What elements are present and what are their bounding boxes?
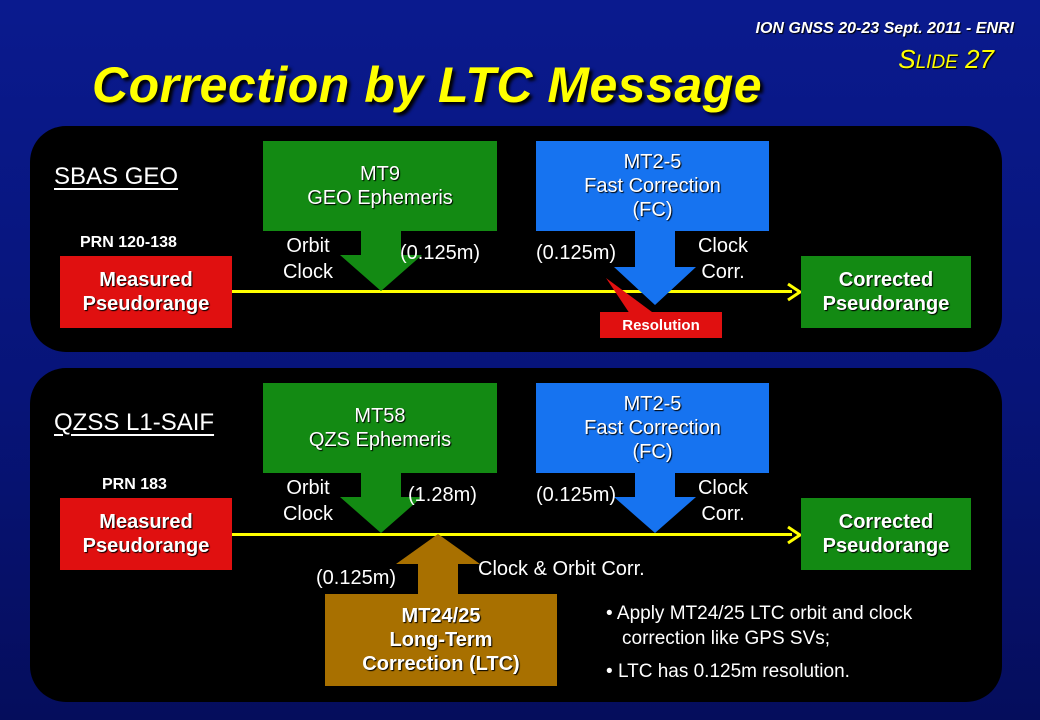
sbas-signal-line <box>232 290 792 293</box>
qzss-signal-line <box>232 533 792 536</box>
measured-line-2: Pseudorange <box>82 293 210 315</box>
sbas-signal-arrowhead <box>787 282 803 302</box>
sbas-mt9-down-arrow <box>340 231 422 291</box>
ltc-line-1: MT24/25 <box>401 605 481 627</box>
note-item: • Apply MT24/25 LTC orbit and clock corr… <box>606 603 913 649</box>
qzss-signal-arrowhead <box>787 525 803 545</box>
qzss-clock-corr-line-1: Clock <box>697 477 748 499</box>
sbas-section-label: SBAS GEO <box>54 163 179 190</box>
qzss-ltc-box: MT24/25 Long-Term Correction (LTC) <box>325 594 557 686</box>
mt25-line-2: Fast Correction <box>584 175 721 197</box>
qzss-ltc-up-arrow <box>396 534 480 596</box>
qzss-corrected-line-1: Corrected <box>838 511 934 533</box>
mt9-line-1: MT9 <box>359 163 400 185</box>
clock-label: Clock <box>282 261 333 283</box>
mt58-line-2: QZS Ephemeris <box>308 429 452 451</box>
corrected-line-2: Pseudorange <box>822 293 950 315</box>
sbas-mt9-resolution: (0.125m) <box>400 242 481 264</box>
ltc-line-2: Long-Term <box>389 629 493 651</box>
qzss-notes-list: • Apply MT24/25 LTC orbit and clock corr… <box>606 601 976 692</box>
resolution-callout-pointer <box>606 278 652 314</box>
ltc-line-3: Correction (LTC) <box>362 653 520 675</box>
clock-corr-line-2: Corr. <box>701 261 745 283</box>
qzss-clock-orbit-corr-label: Clock & Orbit Corr. <box>478 558 645 580</box>
qzss-mt25-box: MT2-5 Fast Correction (FC) <box>536 383 769 473</box>
mt25-line-1: MT2-5 <box>623 151 682 173</box>
measured-line-1: Measured <box>99 269 193 291</box>
qzss-ltc-resolution: (0.125m) <box>316 567 397 589</box>
sbas-mt25-down-arrow <box>614 231 696 305</box>
qzss-mt25-line-1: MT2-5 <box>623 393 682 415</box>
qzss-clock-label: Clock <box>282 503 333 525</box>
qzss-prn-label: PRN 183 <box>102 476 167 493</box>
note-text-1: Apply MT24/25 LTC orbit and clock correc… <box>616 603 913 649</box>
mt9-line-2: GEO Ephemeris <box>307 187 453 209</box>
qzss-orbit-label: Orbit <box>286 477 330 499</box>
qzss-clock-corr-label: Clock Corr. <box>690 475 756 527</box>
qzss-mt58-resolution: (1.28m) <box>408 484 477 506</box>
qzss-orbit-clock-label: Orbit Clock <box>278 475 338 527</box>
qzss-measured-line-2: Pseudorange <box>82 535 210 557</box>
mt25-line-3: (FC) <box>632 199 673 221</box>
sbas-measured-pseudorange-box: Measured Pseudorange <box>60 256 232 328</box>
slide-number: SLIDE 27 <box>898 44 994 74</box>
conference-caption: ION GNSS 20-23 Sept. 2011 - ENRI <box>755 20 1014 37</box>
mt58-line-1: MT58 <box>354 405 406 427</box>
qzss-mt25-down-arrow <box>614 473 696 533</box>
qzss-mt25-line-3: (FC) <box>632 441 673 463</box>
sbas-mt25-box: MT2-5 Fast Correction (FC) <box>536 141 769 231</box>
resolution-callout: Resolution <box>600 312 722 338</box>
sbas-corrected-pseudorange-box: Corrected Pseudorange <box>801 256 971 328</box>
qzss-measured-line-1: Measured <box>99 511 193 533</box>
qzss-corrected-line-2: Pseudorange <box>822 535 950 557</box>
qzss-measured-pseudorange-box: Measured Pseudorange <box>60 498 232 570</box>
sbas-mt9-box: MT9 GEO Ephemeris <box>263 141 497 231</box>
sbas-clock-corr-label: Clock Corr. <box>690 233 756 285</box>
slide-title: Correction by LTC Message <box>92 57 763 113</box>
qzss-section-label: QZSS L1-SAIF <box>54 409 215 436</box>
note-item: • LTC has 0.125m resolution. <box>606 661 850 682</box>
clock-corr-line-1: Clock <box>697 235 748 257</box>
sbas-prn-label: PRN 120-138 <box>80 234 177 251</box>
qzss-fc-resolution: (0.125m) <box>536 484 617 506</box>
sbas-fc-resolution: (0.125m) <box>536 242 617 264</box>
note-text-2: LTC has 0.125m resolution. <box>617 661 850 682</box>
qzss-mt58-box: MT58 QZS Ephemeris <box>263 383 497 473</box>
qzss-corrected-pseudorange-box: Corrected Pseudorange <box>801 498 971 570</box>
corrected-line-1: Corrected <box>838 269 934 291</box>
qzss-clock-corr-line-2: Corr. <box>701 503 745 525</box>
qzss-mt25-line-2: Fast Correction <box>584 417 721 439</box>
orbit-label: Orbit <box>286 235 330 257</box>
sbas-orbit-clock-label: Orbit Clock <box>278 233 338 285</box>
qzss-mt58-down-arrow <box>340 473 422 533</box>
